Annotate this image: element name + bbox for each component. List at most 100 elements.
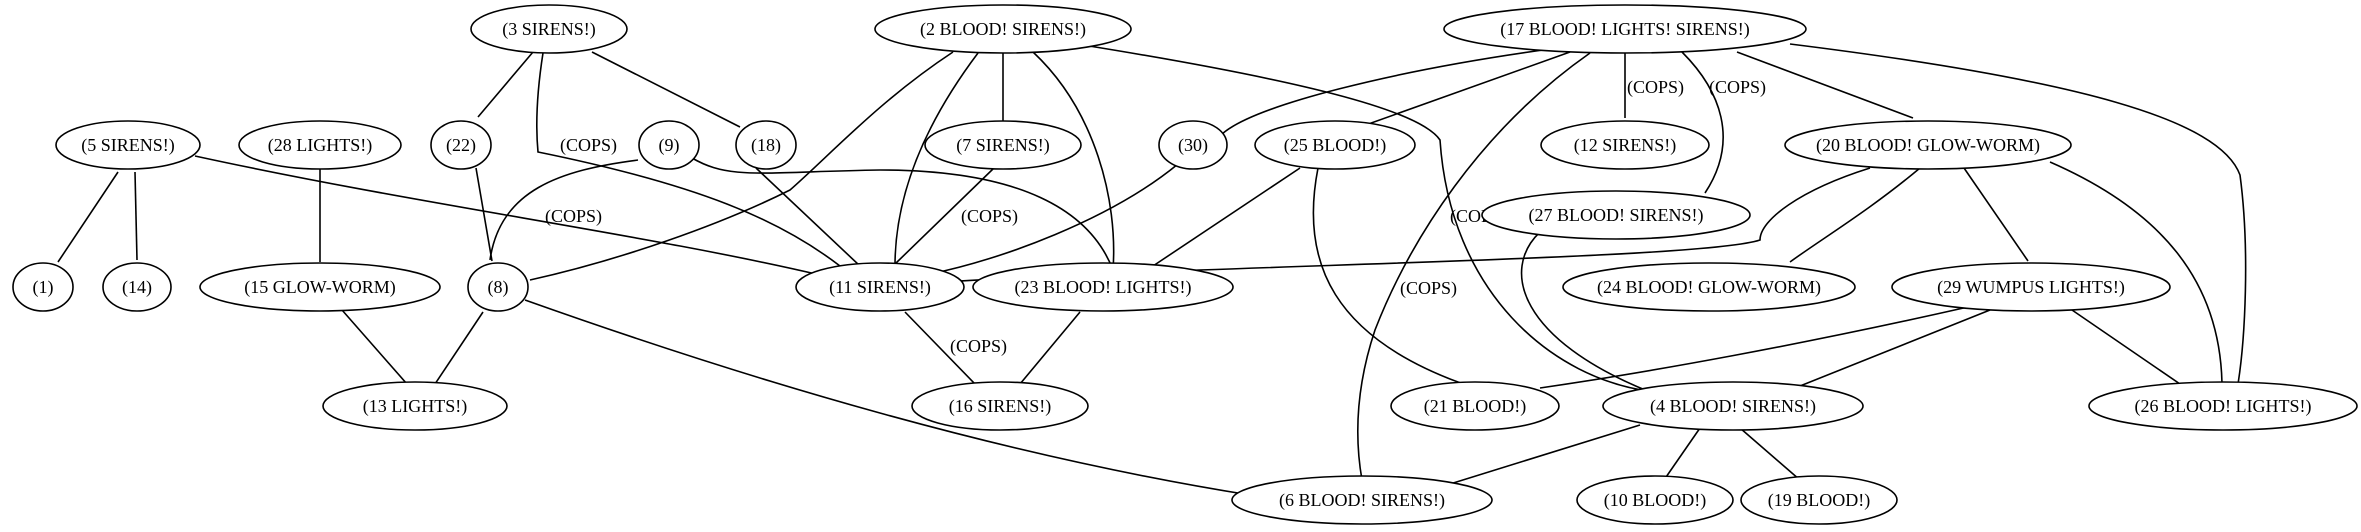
node-8[interactable]: (8) (467, 262, 529, 312)
node-17-label: (17 BLOOD! LIGHTS! SIRENS!) (1500, 19, 1749, 40)
node-22[interactable]: (22) (430, 120, 492, 170)
edge-label-8-9: (COPS) (545, 206, 602, 227)
node-3[interactable]: (3 SIRENS!) (470, 4, 628, 54)
node-11-label: (11 SIRENS!) (829, 277, 931, 298)
node-9[interactable]: (9) (638, 120, 700, 170)
node-5-label: (5 SIRENS!) (81, 135, 175, 156)
node-23[interactable]: (23 BLOOD! LIGHTS!) (972, 262, 1234, 312)
node-15[interactable]: (15 GLOW-WORM) (199, 262, 441, 312)
edge-23-16 (1019, 311, 1081, 385)
node-7[interactable]: (7 SIRENS!) (924, 120, 1082, 170)
edge-3-18 (591, 51, 741, 128)
edge-label-7-11: (COPS) (961, 206, 1018, 227)
node-16-label: (16 SIRENS!) (949, 396, 1052, 417)
node-8-label: (8) (488, 277, 509, 298)
node-29[interactable]: (29 WUMPUS LIGHTS!) (1891, 262, 2171, 312)
node-18[interactable]: (18) (735, 120, 797, 170)
edge-17-6 (1356, 52, 1591, 481)
edge-18-11 (755, 167, 861, 267)
node-10[interactable]: (10 BLOOD!) (1576, 475, 1734, 525)
edge-17-20 (1736, 51, 1914, 119)
node-11[interactable]: (11 SIRENS!) (795, 262, 965, 312)
edge-25-23 (1149, 167, 1301, 269)
node-3-label: (3 SIRENS!) (502, 19, 596, 40)
node-26-label: (26 BLOOD! LIGHTS!) (2135, 396, 2312, 417)
edge-3-11 (536, 52, 841, 267)
node-21[interactable]: (21 BLOOD!) (1390, 381, 1560, 431)
nodes: (3 SIRENS!) (2 BLOOD! SIRENS!) (17 BLOOD… (12, 4, 2358, 525)
edge-label-3-11: (COPS) (560, 135, 617, 156)
node-20-label: (20 BLOOD! GLOW-WORM) (1816, 135, 2040, 156)
edge-9-23 (691, 157, 1114, 271)
node-6[interactable]: (6 BLOOD! SIRENS!) (1231, 475, 1493, 525)
edge-20-29 (1963, 167, 2029, 262)
node-1-label: (1) (33, 277, 54, 298)
node-16[interactable]: (16 SIRENS!) (911, 381, 1089, 431)
edge-17-30 (1219, 49, 1544, 137)
edge-8-13 (434, 311, 484, 385)
node-22-label: (22) (446, 135, 476, 156)
node-19-label: (19 BLOOD!) (1768, 490, 1870, 511)
edge-labels: (COPS) (COPS) (COPS) (COPS) (COPS) (COPS… (545, 77, 1766, 357)
node-2-label: (2 BLOOD! SIRENS!) (920, 19, 1086, 40)
node-12[interactable]: (12 SIRENS!) (1540, 120, 1710, 170)
node-13[interactable]: (13 LIGHTS!) (322, 381, 508, 431)
node-2[interactable]: (2 BLOOD! SIRENS!) (874, 4, 1132, 54)
node-15-label: (15 GLOW-WORM) (244, 277, 395, 298)
edge-29-4 (1789, 309, 1991, 391)
edge-29-26 (2071, 309, 2181, 385)
node-20[interactable]: (20 BLOOD! GLOW-WORM) (1784, 120, 2072, 170)
node-12-label: (12 SIRENS!) (1574, 135, 1677, 156)
node-13-label: (13 LIGHTS!) (363, 396, 467, 417)
edge-22-8 (475, 167, 493, 262)
edge-label-17-27: (COPS) (1709, 77, 1766, 98)
edge-4-19 (1739, 427, 1801, 481)
node-19[interactable]: (19 BLOOD!) (1740, 475, 1898, 525)
edge-5-14 (134, 171, 138, 261)
node-29-label: (29 WUMPUS LIGHTS!) (1937, 277, 2125, 298)
node-14-label: (14) (122, 277, 152, 298)
edge-17-26 (1789, 43, 2247, 385)
edges (57, 43, 2247, 496)
node-17[interactable]: (17 BLOOD! LIGHTS! SIRENS!) (1443, 4, 1807, 54)
edge-5-1 (57, 171, 119, 263)
node-18-label: (18) (751, 135, 781, 156)
node-30-label: (30) (1178, 135, 1208, 156)
edge-4-6 (1449, 424, 1641, 485)
node-24[interactable]: (24 BLOOD! GLOW-WORM) (1562, 262, 1856, 312)
edge-20-24 (1789, 167, 1921, 263)
node-25[interactable]: (25 BLOOD!) (1254, 120, 1416, 170)
edge-3-22 (477, 51, 534, 118)
node-14[interactable]: (14) (102, 262, 172, 312)
node-5[interactable]: (5 SIRENS!) (55, 120, 201, 170)
edge-29-21 (1539, 306, 1969, 389)
node-28-label: (28 LIGHTS!) (268, 135, 372, 156)
node-6-label: (6 BLOOD! SIRENS!) (1279, 490, 1445, 511)
edge-2-23 (1032, 51, 1115, 271)
edge-30-11 (929, 163, 1179, 275)
edge-7-11 (894, 167, 995, 265)
node-26[interactable]: (26 BLOOD! LIGHTS!) (2088, 381, 2358, 431)
edge-9-8 (489, 159, 639, 261)
edge-17-25 (1359, 51, 1571, 128)
edge-11-16 (904, 311, 976, 385)
node-1[interactable]: (1) (12, 262, 74, 312)
edge-2-8 (529, 51, 954, 281)
edge-27-4 (1520, 231, 1651, 393)
edge-label-17-12: (COPS) (1627, 77, 1684, 98)
edge-2-4 (1082, 44, 1656, 393)
node-28[interactable]: (28 LIGHTS!) (238, 120, 402, 170)
node-30[interactable]: (30) (1158, 120, 1228, 170)
node-4[interactable]: (4 BLOOD! SIRENS!) (1602, 381, 1864, 431)
edge-25-21 (1312, 167, 1476, 389)
node-10-label: (10 BLOOD!) (1604, 490, 1706, 511)
node-4-label: (4 BLOOD! SIRENS!) (1650, 396, 1816, 417)
node-27[interactable]: (27 BLOOD! SIRENS!) (1481, 190, 1751, 240)
node-23-label: (23 BLOOD! LIGHTS!) (1015, 277, 1192, 298)
edge-8-6 (524, 299, 1251, 496)
edge-20-26 (2049, 161, 2223, 385)
node-24-label: (24 BLOOD! GLOW-WORM) (1597, 277, 1821, 298)
edge-15-13 (341, 309, 408, 385)
edge-label-17-6: (COPS) (1400, 278, 1457, 299)
